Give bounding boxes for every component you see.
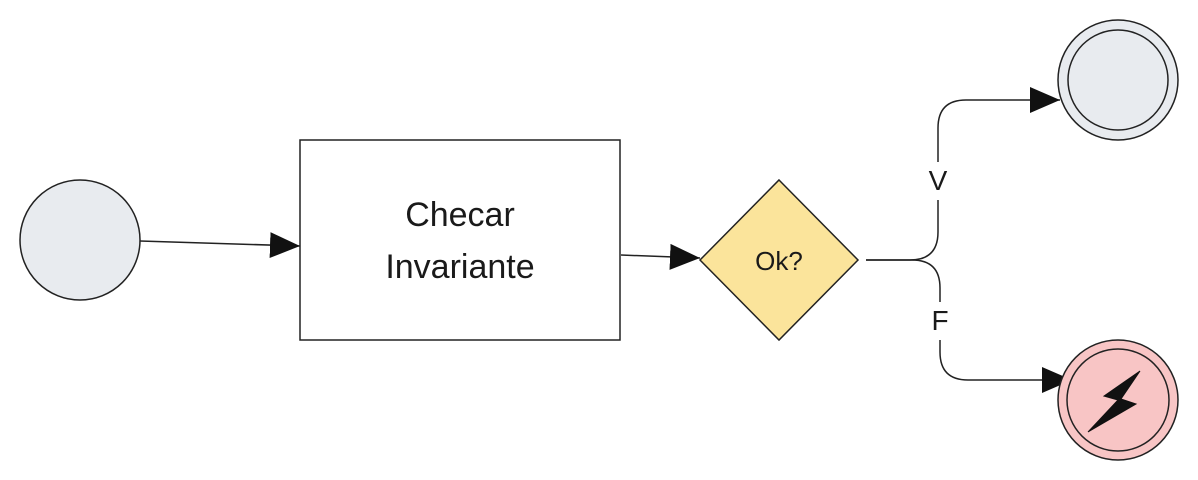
edge-gateway-to-end <box>866 87 1060 261</box>
edge-gateway-to-error <box>866 259 1072 393</box>
error-end-event[interactable] <box>1057 339 1179 461</box>
edge-label-bg-true <box>922 162 954 200</box>
edge-label-false: F <box>931 305 948 336</box>
edge-label-true: V <box>929 165 948 196</box>
edge-start-to-task <box>139 232 301 259</box>
lightning-bolt-icon <box>1087 370 1141 433</box>
gateway-ok[interactable]: Ok? <box>698 178 860 342</box>
start-event[interactable] <box>19 179 141 301</box>
task-label-line1: Checar <box>405 196 515 234</box>
end-event[interactable] <box>1057 19 1179 141</box>
edge-task-to-gateway <box>620 243 701 270</box>
gateway-label: Ok? <box>755 246 803 276</box>
task-label-line2: Invariante <box>385 248 534 286</box>
edge-label-bg-false <box>924 302 956 340</box>
task-checar-invariante[interactable]: Checar Invariante <box>299 139 621 341</box>
